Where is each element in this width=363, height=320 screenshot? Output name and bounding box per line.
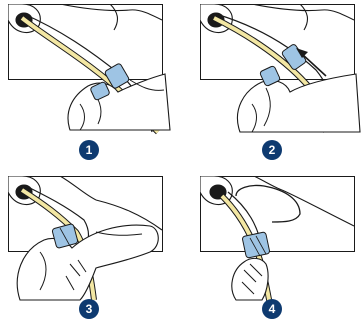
clip-icon xyxy=(242,232,270,259)
hand-icon xyxy=(17,225,158,300)
step-3-illustration xyxy=(8,176,162,300)
step-2-badge: 2 xyxy=(262,140,282,160)
step-3-badge: 3 xyxy=(79,299,99,319)
step-4-illustration xyxy=(200,176,354,304)
clip-icon xyxy=(52,223,78,248)
step-1-illustration xyxy=(8,4,170,132)
step-2-illustration xyxy=(200,4,360,132)
step-1-badge: 1 xyxy=(79,140,99,160)
step-4-badge: 4 xyxy=(262,299,282,319)
tube-icon xyxy=(236,185,300,222)
arrow-icon xyxy=(302,54,326,76)
